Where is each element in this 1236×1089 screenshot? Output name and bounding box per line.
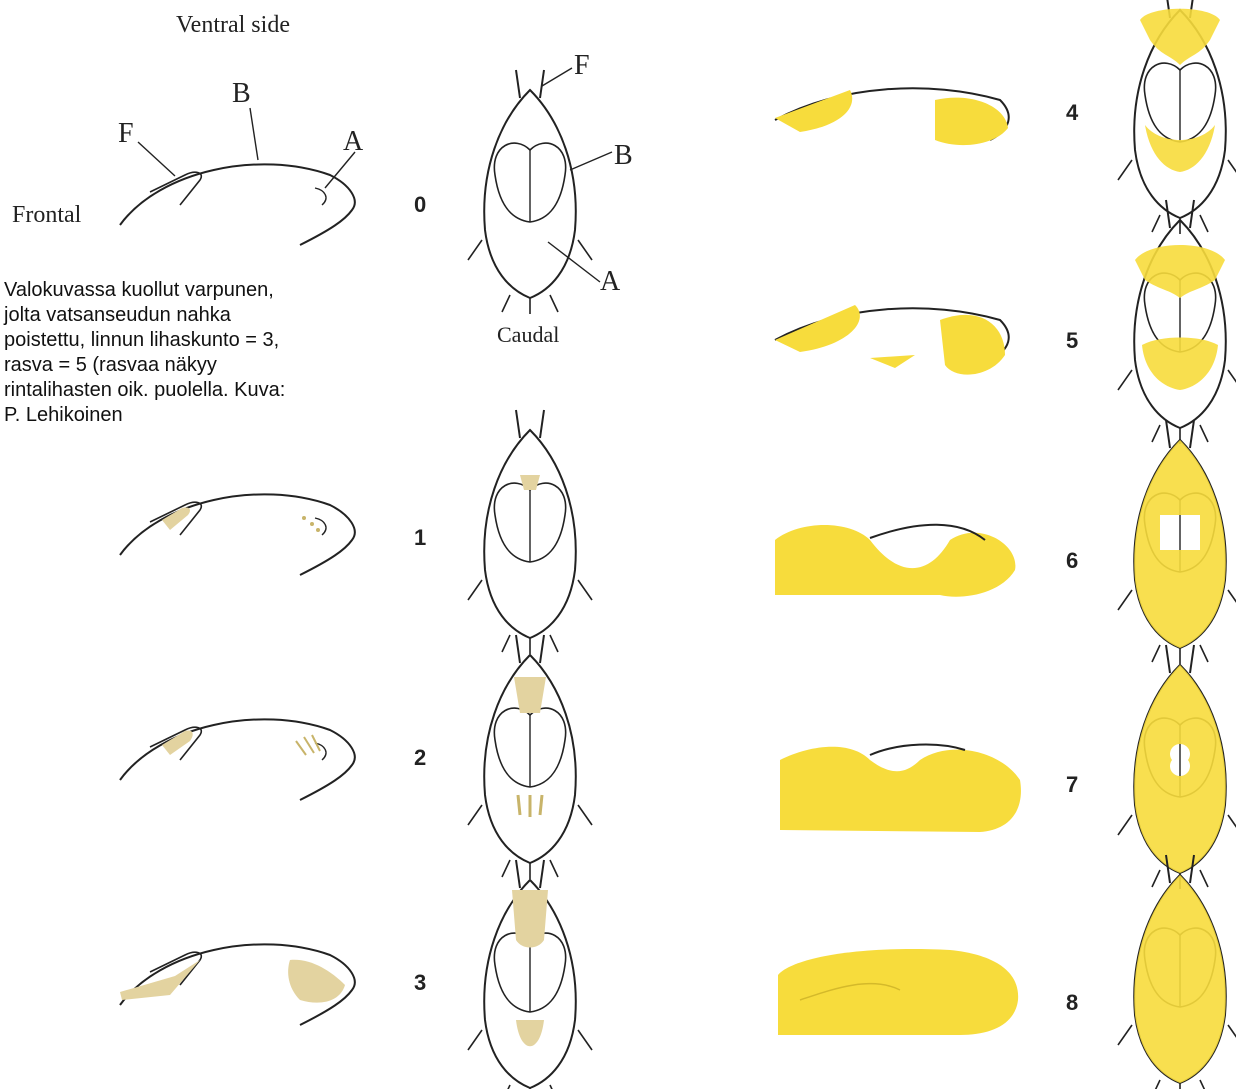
score-8: 8 [1066,990,1078,1016]
ventral-view-5 [1118,200,1236,444]
score-7: 7 [1066,772,1078,798]
score-5: 5 [1066,328,1078,354]
leader-F [138,142,175,176]
ventral-view-6 [1118,420,1236,664]
side-view-4 [775,88,1009,145]
ventral-side-label: Ventral side [176,12,290,39]
score-2: 2 [414,745,426,771]
ventral-view-1 [468,410,592,654]
ventral-view-7 [1118,645,1236,889]
ventral-view-2 [468,635,592,879]
score-6: 6 [1066,548,1078,574]
score-1: 1 [414,525,426,551]
side-view-0 [120,164,355,245]
ventral-view-8 [1118,855,1236,1089]
score-3: 3 [414,970,426,996]
ventral-view-3 [468,860,592,1089]
side-view-5 [775,305,1009,375]
frontal-label: Frontal [12,202,81,229]
leader-B [250,108,258,160]
ventral-label-F: F [574,50,590,82]
ventral-label-B: B [614,140,633,172]
side-view-1 [120,494,355,575]
score-4: 4 [1066,100,1078,126]
score-0: 0 [414,192,426,218]
photo-caption: Valokuvassa kuollut varpunen, jolta vats… [4,278,304,428]
ventral-label-A: A [600,266,620,298]
side-view-7 [780,745,1021,832]
side-label-B: B [232,78,251,110]
side-view-6 [775,525,1015,597]
ventral-view-0 [468,70,592,314]
ventral-view-4 [1118,0,1236,234]
caudal-label: Caudal [497,322,559,348]
side-view-3 [120,944,355,1025]
side-view-8 [778,949,1018,1035]
side-label-A: A [343,126,363,158]
side-view-2 [120,719,355,800]
side-label-F: F [118,118,134,150]
